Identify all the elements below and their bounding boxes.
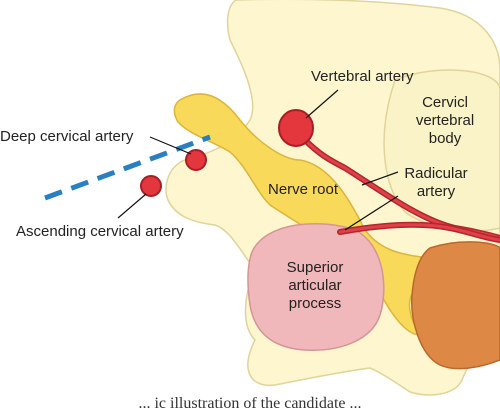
label-superior-articular-process: Superior articular process [270, 259, 360, 313]
leader-radicular-artery-lower [344, 195, 399, 231]
vertebral-artery [278, 109, 314, 147]
deep-cervical-artery [185, 149, 207, 171]
leader-vertebral-artery [305, 89, 339, 119]
leader-ascending-cervical-artery [117, 193, 147, 219]
label-sap-line3: process [288, 295, 342, 312]
label-radicular-artery: Radicular artery [396, 165, 476, 201]
label-cervical-vertebral-body: Cervicl vertebral body [410, 94, 480, 148]
label-radicular-line2: artery [416, 183, 456, 200]
leader-radicular-artery [361, 171, 399, 186]
label-nerve-root: Nerve root [268, 181, 339, 198]
label-sap-line2: articular [288, 277, 342, 294]
ascending-cervical-artery [140, 175, 162, 197]
superior-articular-process [247, 222, 385, 351]
leader-deep-cervical-artery [149, 136, 192, 155]
dashed-needle-line [44, 134, 211, 201]
label-radicular-line1: Radicular [404, 165, 468, 182]
figure-caption: ... ic illustration of the candidate ... [138, 395, 362, 412]
label-deep-cervical-artery: Deep cervical artery [0, 128, 134, 145]
radicular-artery-lower-core [338, 223, 500, 242]
label-ascending-cervical-artery: Ascending cervical artery [16, 223, 184, 240]
label-vertebral-artery: Vertebral artery [311, 68, 414, 85]
label-cervical-body-line3: body [428, 130, 462, 147]
label-cervical-body-line1: Cervicl [422, 94, 468, 111]
label-sap-line1: Superior [286, 259, 344, 276]
lower-vertebral-body [411, 241, 500, 370]
label-cervical-body-line2: vertebral [415, 112, 475, 129]
